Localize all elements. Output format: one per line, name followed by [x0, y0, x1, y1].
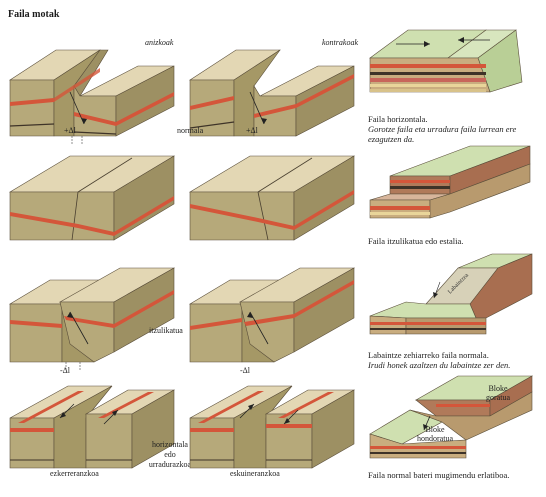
label-delta-c: -Δl	[60, 366, 71, 375]
label-bloke-hondoratua-2: hondoratua	[417, 434, 453, 443]
label-delta-d: -Δl	[240, 366, 251, 375]
fault-block-row2-right	[188, 155, 356, 241]
label-bloke-hondoratua-1: Bloke	[425, 425, 445, 434]
label-delta-a: +Δl	[64, 126, 76, 135]
label-ezkerreranzkoa: ezkerreranzkoa	[50, 469, 99, 478]
caption-3-subtitle: Irudi honek azaltzen du labaintze zer de…	[368, 360, 511, 370]
reverse-fault-block-right	[188, 267, 356, 363]
normal-fault-block-right	[188, 49, 355, 137]
caption-3-title: Labaintze zehiarreko faila normala.	[368, 350, 489, 360]
caption-1-subtitle: Gorotze faila eta urradura faila lurrean…	[368, 124, 517, 144]
thrust-fault-3d	[369, 145, 531, 219]
label-delta-b: +Δl	[246, 126, 258, 135]
caption-1-title: Faila horizontala.	[368, 114, 428, 124]
label-itzulikatua: itzulikatua	[149, 326, 183, 335]
label-anizkoak: anizkoak	[145, 38, 174, 47]
normal-fault-block-left	[8, 49, 175, 144]
horizontal-fault-3d	[369, 29, 523, 93]
label-urradurazkoa: urradurazkoa	[148, 460, 192, 469]
label-bloke-goratua-2: goratua	[486, 393, 510, 402]
label-normala: normala	[177, 126, 204, 135]
strike-slip-left-block	[9, 385, 176, 469]
caption-thrust-fault: Faila itzulikatua edo estalia.	[368, 236, 544, 246]
reverse-fault-block-left	[8, 267, 176, 370]
figure-title: Faila motak	[8, 9, 60, 20]
caption-horizontal-fault: Faila horizontala. Gorotze faila eta urr…	[368, 114, 544, 144]
label-kontrakoak: kontrakoak	[322, 38, 358, 47]
label-bloke-goratua-1: Bloke	[488, 384, 508, 393]
label-edo: edo	[164, 450, 176, 459]
caption-relative-motion: Faila normal bateri mugimendu erlatiboa.	[368, 470, 544, 480]
caption-oblique-fault: Labaintze zehiarreko faila normala. Irud…	[368, 350, 544, 370]
label-horizontala: horizontala	[152, 440, 188, 449]
strike-slip-right-block	[189, 385, 356, 469]
label-eskuineranzkoa: eskuineranzkoa	[230, 469, 280, 478]
caption-4-title: Faila normal bateri mugimendu erlatiboa.	[368, 470, 510, 480]
oblique-normal-fault-3d: Labaintzea	[369, 253, 533, 335]
normal-fault-relative-motion-3d	[369, 375, 534, 459]
fault-block-row2-left	[8, 155, 176, 241]
caption-2-title: Faila itzulikatua edo estalia.	[368, 236, 464, 246]
